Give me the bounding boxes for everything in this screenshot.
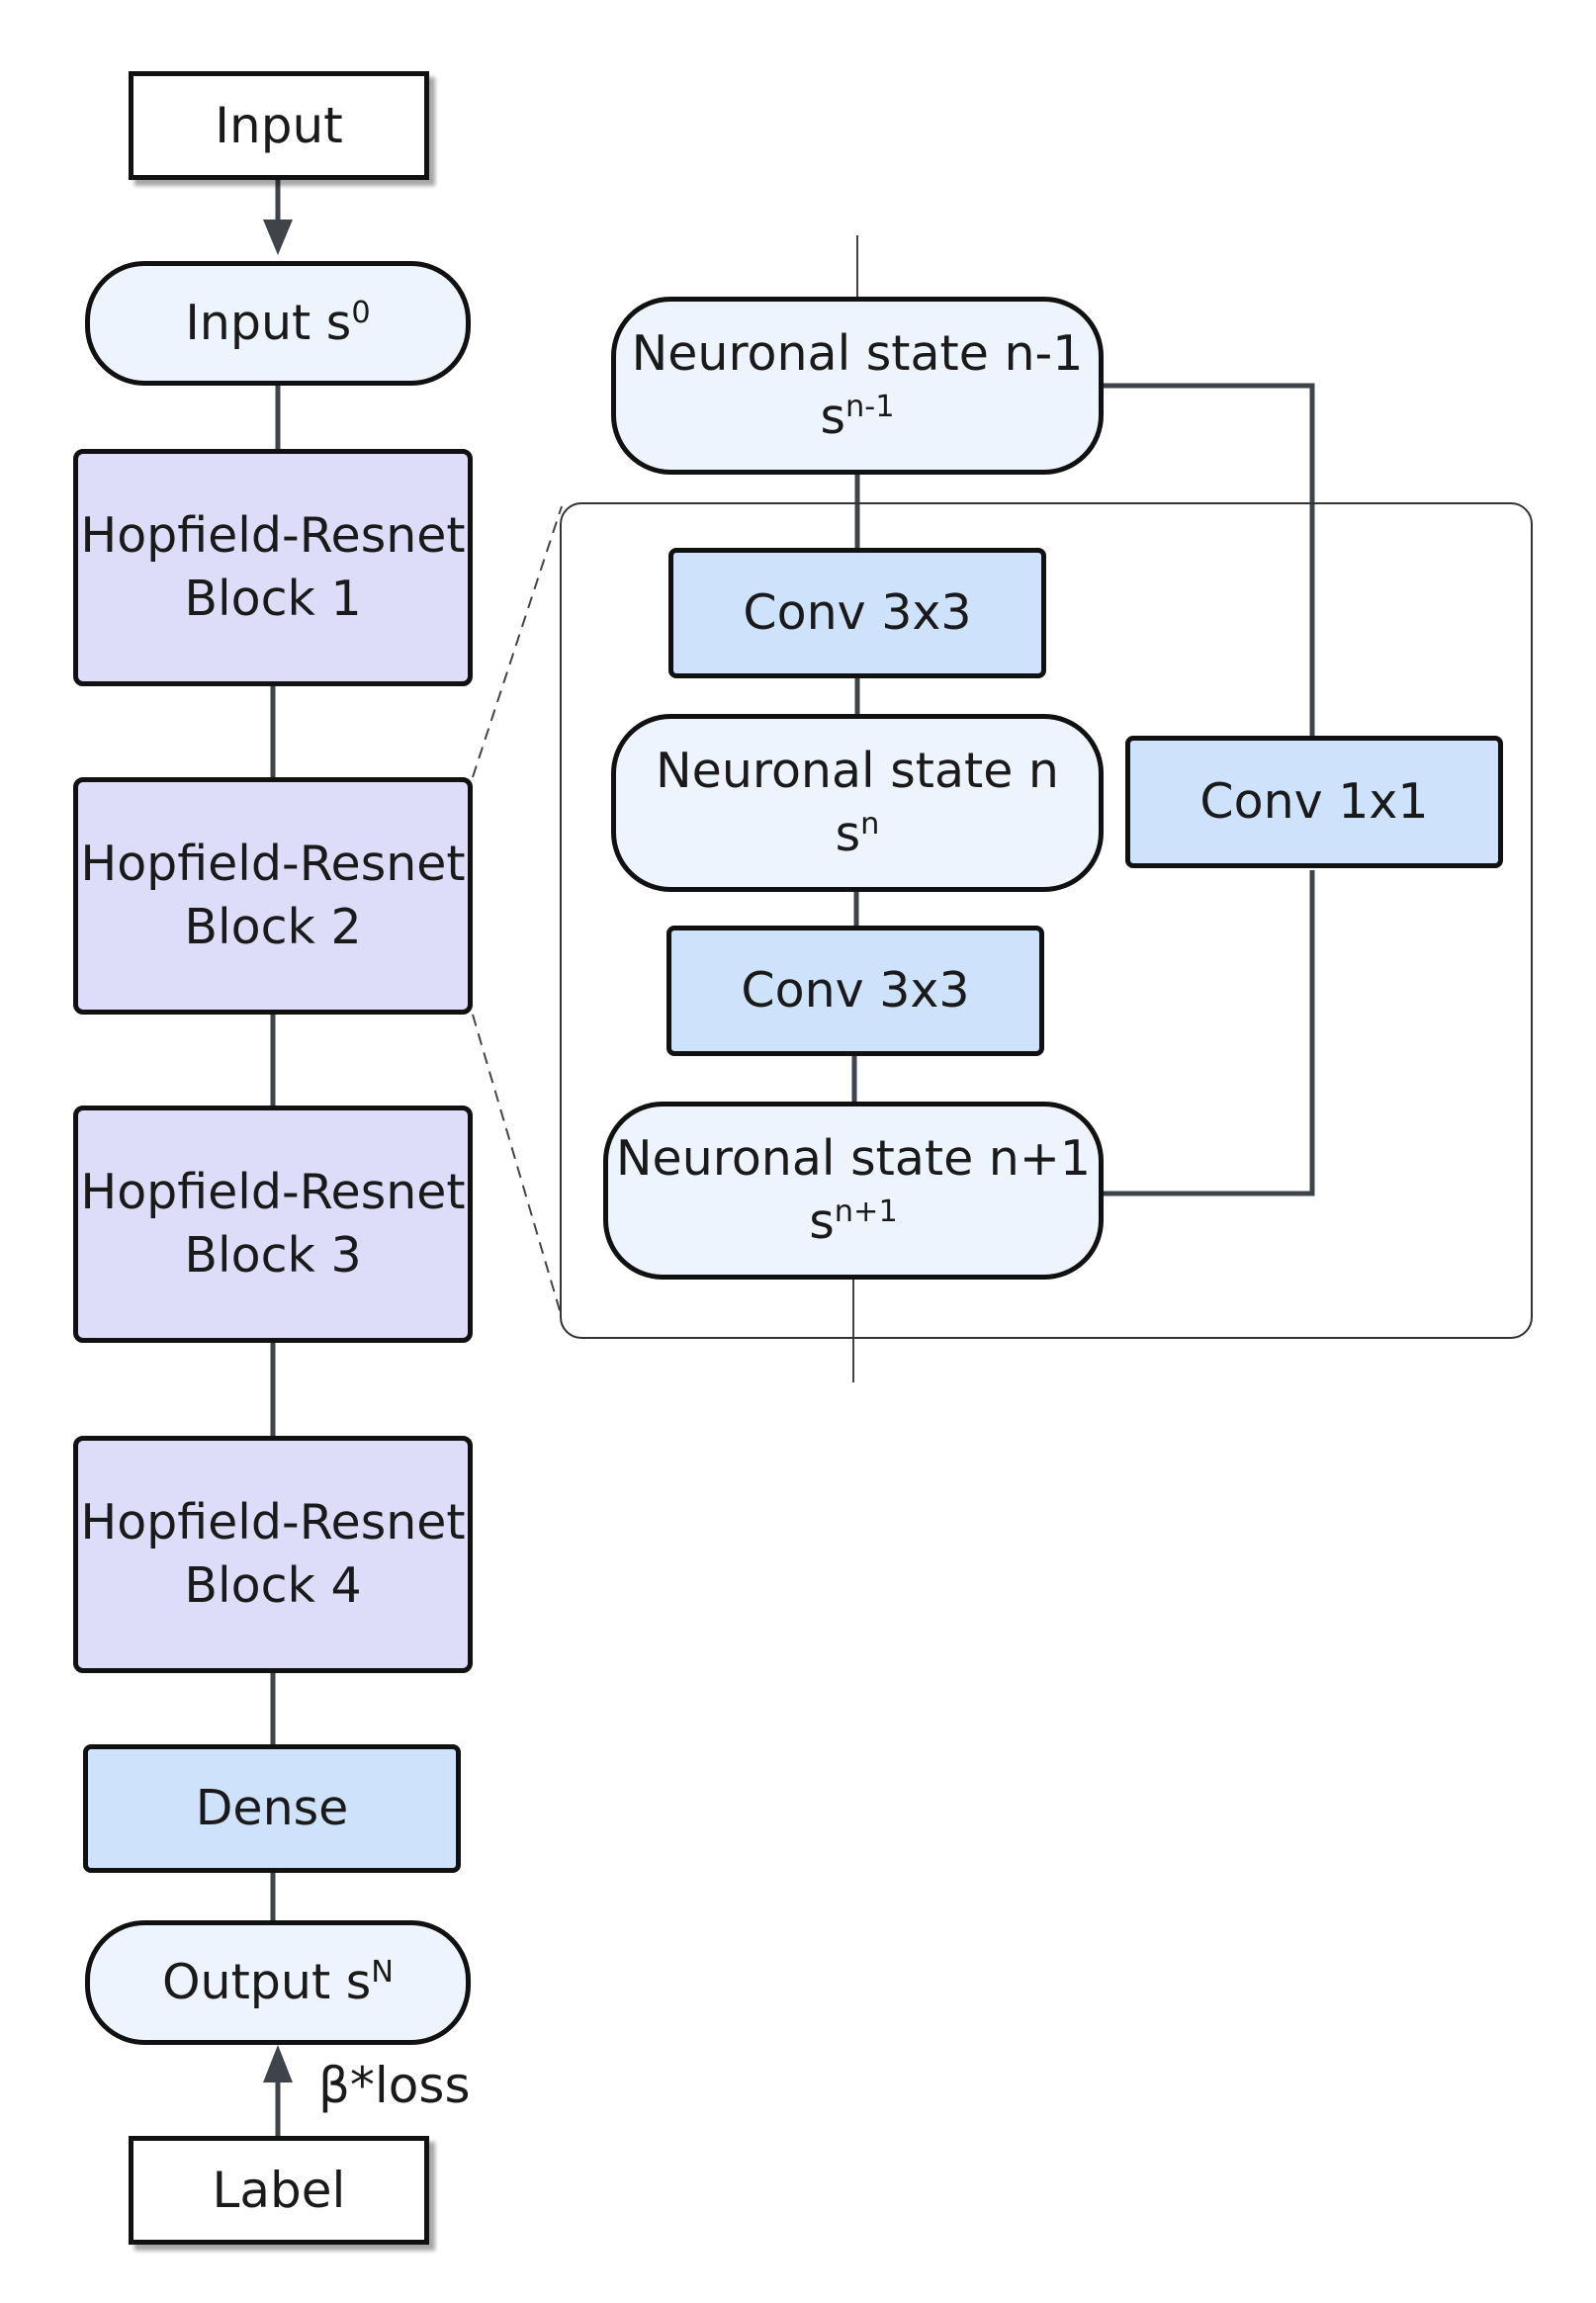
input-state-label: Input s0 [185, 295, 371, 352]
hopfield-resnet-block-4: Hopfield-Resnet Block 4 [73, 1436, 473, 1673]
input-box: Input [129, 71, 429, 180]
zoom-line-bottom [472, 1014, 563, 1318]
label-box: Label [129, 2136, 429, 2245]
block-2-title: Hopfield-Resnet [80, 836, 466, 893]
wire-skip-top [1100, 383, 1315, 738]
output-state-label: Output sN [161, 1954, 395, 2011]
block-3-title: Hopfield-Resnet [80, 1164, 466, 1221]
block-4-title: Hopfield-Resnet [80, 1494, 466, 1551]
state-next-title: Neuronal state n+1 [615, 1130, 1092, 1188]
beta-loss-label: β*loss [318, 2057, 471, 2114]
conv-3x3-second: Conv 3x3 [666, 926, 1044, 1056]
state-prev-symbol: sn-1 [820, 389, 895, 445]
label-text: Label [212, 2161, 346, 2219]
hopfield-resnet-block-3: Hopfield-Resnet Block 3 [73, 1106, 473, 1343]
block-detail-frame [560, 502, 1533, 1339]
block-1-number: Block 1 [184, 571, 362, 627]
state-prev-title: Neuronal state n-1 [631, 325, 1084, 383]
conv-3x3-first-label: Conv 3x3 [743, 584, 972, 642]
neuronal-state-prev: Neuronal state n-1 sn-1 [611, 297, 1104, 475]
state-current-symbol: sn [835, 806, 880, 862]
conv-3x3-second-label: Conv 3x3 [741, 962, 970, 1019]
neuronal-state-current: Neuronal state n sn [611, 714, 1104, 892]
state-current-title: Neuronal state n [656, 743, 1059, 800]
block-2-number: Block 2 [184, 899, 362, 955]
hopfield-resnet-block-2: Hopfield-Resnet Block 2 [73, 777, 473, 1015]
hopfield-resnet-block-1: Hopfield-Resnet Block 1 [73, 449, 473, 686]
dense-layer: Dense [83, 1744, 461, 1873]
block-1-title: Hopfield-Resnet [80, 507, 466, 565]
state-next-symbol: sn+1 [809, 1194, 898, 1250]
zoom-line-top [472, 505, 563, 778]
input-label: Input [215, 96, 343, 154]
wire-skip-bottom [1100, 870, 1315, 1196]
conv-1x1-skip: Conv 1x1 [1125, 736, 1503, 868]
block-4-number: Block 4 [184, 1557, 362, 1614]
arrowhead-down [263, 220, 293, 255]
conv-3x3-first: Conv 3x3 [668, 548, 1046, 678]
block-3-number: Block 3 [184, 1227, 362, 1284]
input-state-node: Input s0 [85, 261, 471, 386]
dense-label: Dense [195, 1780, 349, 1837]
neuronal-state-next: Neuronal state n+1 sn+1 [603, 1102, 1104, 1280]
arrowhead-up [263, 2045, 293, 2082]
conv-1x1-label: Conv 1x1 [1199, 773, 1429, 831]
output-state-node: Output sN [85, 1920, 471, 2045]
